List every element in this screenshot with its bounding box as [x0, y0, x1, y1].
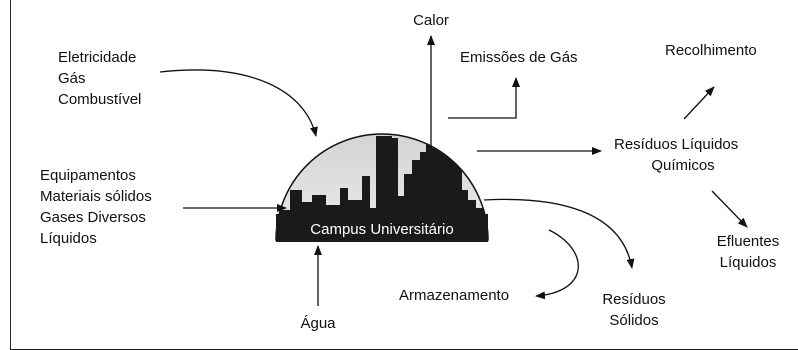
output-chemical-liquid-waste-line2: Químicos	[651, 157, 714, 174]
arrow-gas-emissions-out	[448, 77, 520, 119]
arrow-energy-in	[159, 69, 318, 137]
output-solid-waste-line1: Resíduos	[602, 291, 665, 308]
city-skyline	[276, 134, 488, 240]
output-solid-waste-line2: Sólidos	[609, 312, 658, 329]
campus-dome: Campus Universitário	[275, 133, 489, 242]
arrow-collection-out	[683, 86, 715, 120]
output-chemical-liquid-waste-line1: Resíduos Líquidos	[614, 136, 738, 153]
campus-waste-flow-diagram: Campus Universitário Eletricidade Gás Co…	[40, 12, 780, 332]
output-liquid-effluents-line1: Efluentes	[717, 233, 780, 250]
output-gas-emissions: Emissões de Gás	[460, 49, 578, 66]
campus-label: Campus Universitário	[310, 221, 453, 238]
input-energy-fuel: Combustível	[58, 91, 141, 108]
arrow-solid-waste-out	[483, 198, 635, 269]
input-water: Água	[300, 315, 336, 332]
arrow-storage-out	[535, 229, 579, 300]
input-gases: Gases Diversos	[40, 209, 146, 226]
output-liquid-effluents-line2: Líquidos	[720, 254, 777, 271]
input-liquids: Líquidos	[40, 230, 97, 247]
input-energy-gas: Gás	[58, 70, 86, 87]
input-energy-electricity: Eletricidade	[58, 49, 136, 66]
input-solid-materials: Materiais sólidos	[40, 188, 152, 205]
output-collection: Recolhimento	[665, 42, 757, 59]
output-storage: Armazenamento	[399, 287, 509, 304]
output-heat: Calor	[413, 12, 449, 29]
input-equipment: Equipamentos	[40, 167, 136, 184]
arrow-effluents-out	[711, 190, 748, 228]
flow-arrows	[159, 35, 748, 306]
